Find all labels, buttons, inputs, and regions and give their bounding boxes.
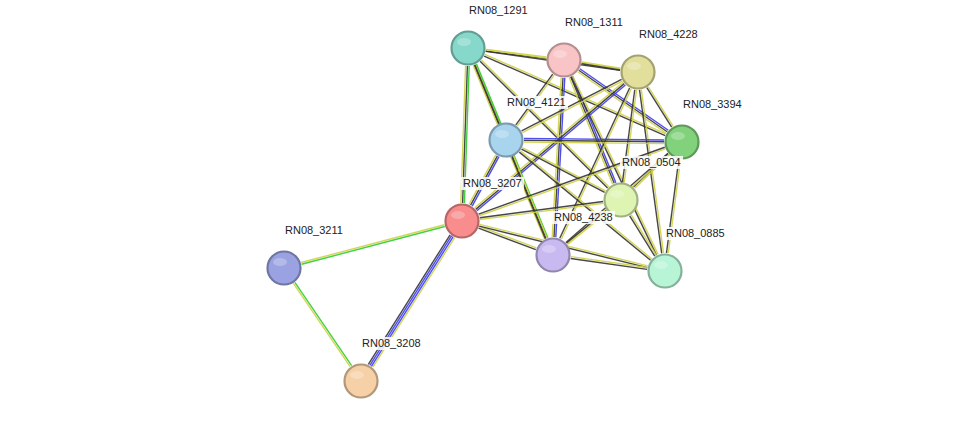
node-label: RN08_0504 (620, 156, 683, 169)
node-circle (450, 30, 486, 66)
interaction-edge (647, 87, 673, 127)
protein-node: RN08_1311 (546, 42, 582, 78)
node-fill (622, 56, 655, 89)
node-fill (490, 124, 523, 157)
evidence-line (295, 282, 352, 365)
node-circle (620, 54, 656, 90)
node-fill (649, 255, 682, 288)
node-highlight (451, 211, 465, 219)
node-highlight (553, 50, 567, 58)
node-highlight (495, 130, 509, 138)
node-highlight (457, 38, 471, 46)
node-label: RN08_3208 (360, 337, 423, 350)
protein-node: RN08_1291 (450, 30, 486, 66)
protein-node: RN08_3208 (343, 363, 379, 399)
node-label: RN08_3211 (283, 224, 345, 237)
interaction-edge (473, 64, 548, 239)
node-circle (664, 124, 700, 160)
evidence-line (631, 215, 656, 255)
evidence-line (476, 64, 500, 123)
node-highlight (273, 258, 287, 266)
node-circle (444, 203, 480, 239)
node-highlight (542, 245, 556, 253)
node-circle (546, 42, 582, 78)
node-fill (666, 126, 699, 159)
evidence-line (648, 87, 673, 127)
protein-node: RN08_4228 (620, 54, 656, 90)
node-circle (266, 250, 302, 286)
protein-node: RN08_4121 (488, 122, 524, 158)
node-label: RN08_1291 (467, 4, 530, 17)
protein-node: RN08_3211 (266, 250, 302, 286)
node-label: RN08_4121 (505, 96, 568, 109)
evidence-line (522, 148, 605, 191)
node-fill (268, 252, 301, 285)
interaction-edge (293, 282, 351, 366)
node-fill (345, 365, 378, 398)
node-label: RN08_4238 (552, 211, 615, 224)
evidence-line (293, 283, 350, 366)
node-circle (488, 122, 524, 158)
evidence-line (479, 226, 536, 247)
node-fill (452, 32, 485, 65)
node-label: RN08_0885 (664, 227, 727, 240)
node-circle (343, 363, 379, 399)
node-label: RN08_4228 (637, 28, 700, 41)
node-label: RN08_1311 (563, 16, 625, 29)
node-circle (647, 253, 683, 289)
evidence-line (571, 258, 647, 269)
protein-node: RN08_3394 (664, 124, 700, 160)
evidence-line (647, 88, 672, 128)
node-label: RN08_3207 (461, 177, 524, 190)
protein-node: RN08_3207 (444, 203, 480, 239)
protein-node: RN08_0885 (647, 253, 683, 289)
evidence-line (571, 257, 647, 268)
node-fill (446, 205, 479, 238)
node-highlight (610, 190, 624, 198)
node-highlight (671, 132, 685, 140)
interaction-edge (524, 138, 664, 143)
node-highlight (654, 261, 668, 269)
interaction-edge (571, 257, 648, 270)
evidence-line (582, 64, 620, 70)
node-fill (548, 44, 581, 77)
interaction-edge (630, 215, 657, 256)
node-highlight (627, 62, 641, 70)
node-fill (537, 239, 570, 272)
protein-node: RN08_4238 (535, 237, 571, 273)
evidence-line (630, 216, 655, 256)
node-label: RN08_3394 (681, 98, 744, 111)
node-highlight (350, 371, 364, 379)
node-circle (535, 237, 571, 273)
interaction-edge (582, 62, 621, 70)
evidence-line (524, 142, 664, 144)
